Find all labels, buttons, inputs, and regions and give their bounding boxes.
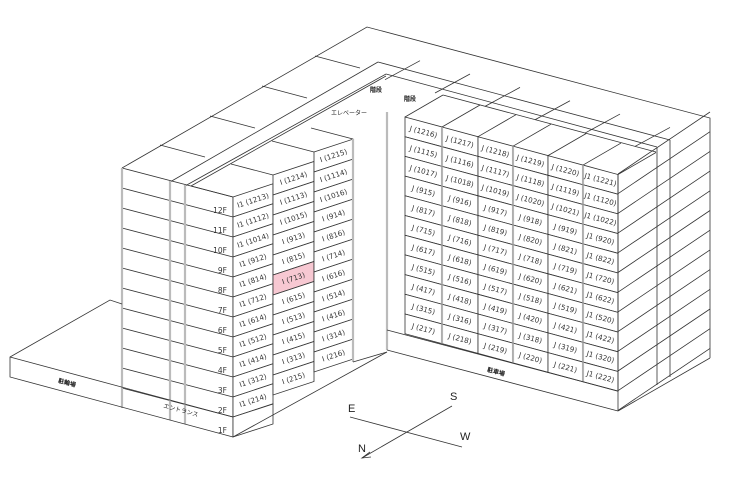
entrance-label: エントランス	[163, 403, 199, 419]
compass: E S W N	[348, 391, 471, 459]
compass-west: W	[460, 431, 471, 443]
ground	[9, 299, 711, 438]
floor-label: 10F	[213, 246, 227, 255]
entrance-floor	[232, 403, 274, 438]
right-block-side-face	[617, 111, 711, 411]
left-block-unit-cell[interactable]	[272, 360, 315, 396]
floor-label: 8F	[218, 286, 227, 295]
stairs-label-1: 階段	[370, 86, 382, 94]
compass-east: E	[348, 403, 355, 415]
floor-label: 3F	[218, 386, 227, 395]
elevator-label: エレベーター	[331, 109, 367, 117]
floor-label: 7F	[218, 306, 227, 315]
stairs-label-2: 階段	[404, 95, 416, 103]
floor-label: 5F	[218, 346, 227, 355]
floor-label: 11F	[213, 226, 227, 235]
parking-label: 駐車場	[486, 366, 505, 378]
floor-label: 6F	[218, 326, 227, 335]
compass-south: S	[450, 391, 457, 403]
floor-label: 9F	[218, 266, 227, 275]
floor-label: 2F	[218, 406, 227, 415]
floor-label: 4F	[218, 366, 227, 375]
roof	[121, 26, 711, 358]
north-arrow-icon	[360, 451, 372, 459]
left-block-front-face: I1 (1213)I1 (1112)I1 (1014)I1 (912)I1 (8…	[232, 138, 354, 438]
right-block-front-face: J (1216)J (1115)J (1017)J (915)J (817)J …	[404, 116, 619, 392]
compass-north: N	[358, 443, 366, 455]
floor-label: 1F	[218, 426, 227, 435]
bicycle-parking-label: 駐輪場	[57, 377, 76, 389]
left-block-side-face: 12F 11F 10F 9F 8F 7F 6F 5F 4F 3F 2F 1F	[120, 167, 234, 437]
floor-label: 12F	[213, 206, 227, 215]
